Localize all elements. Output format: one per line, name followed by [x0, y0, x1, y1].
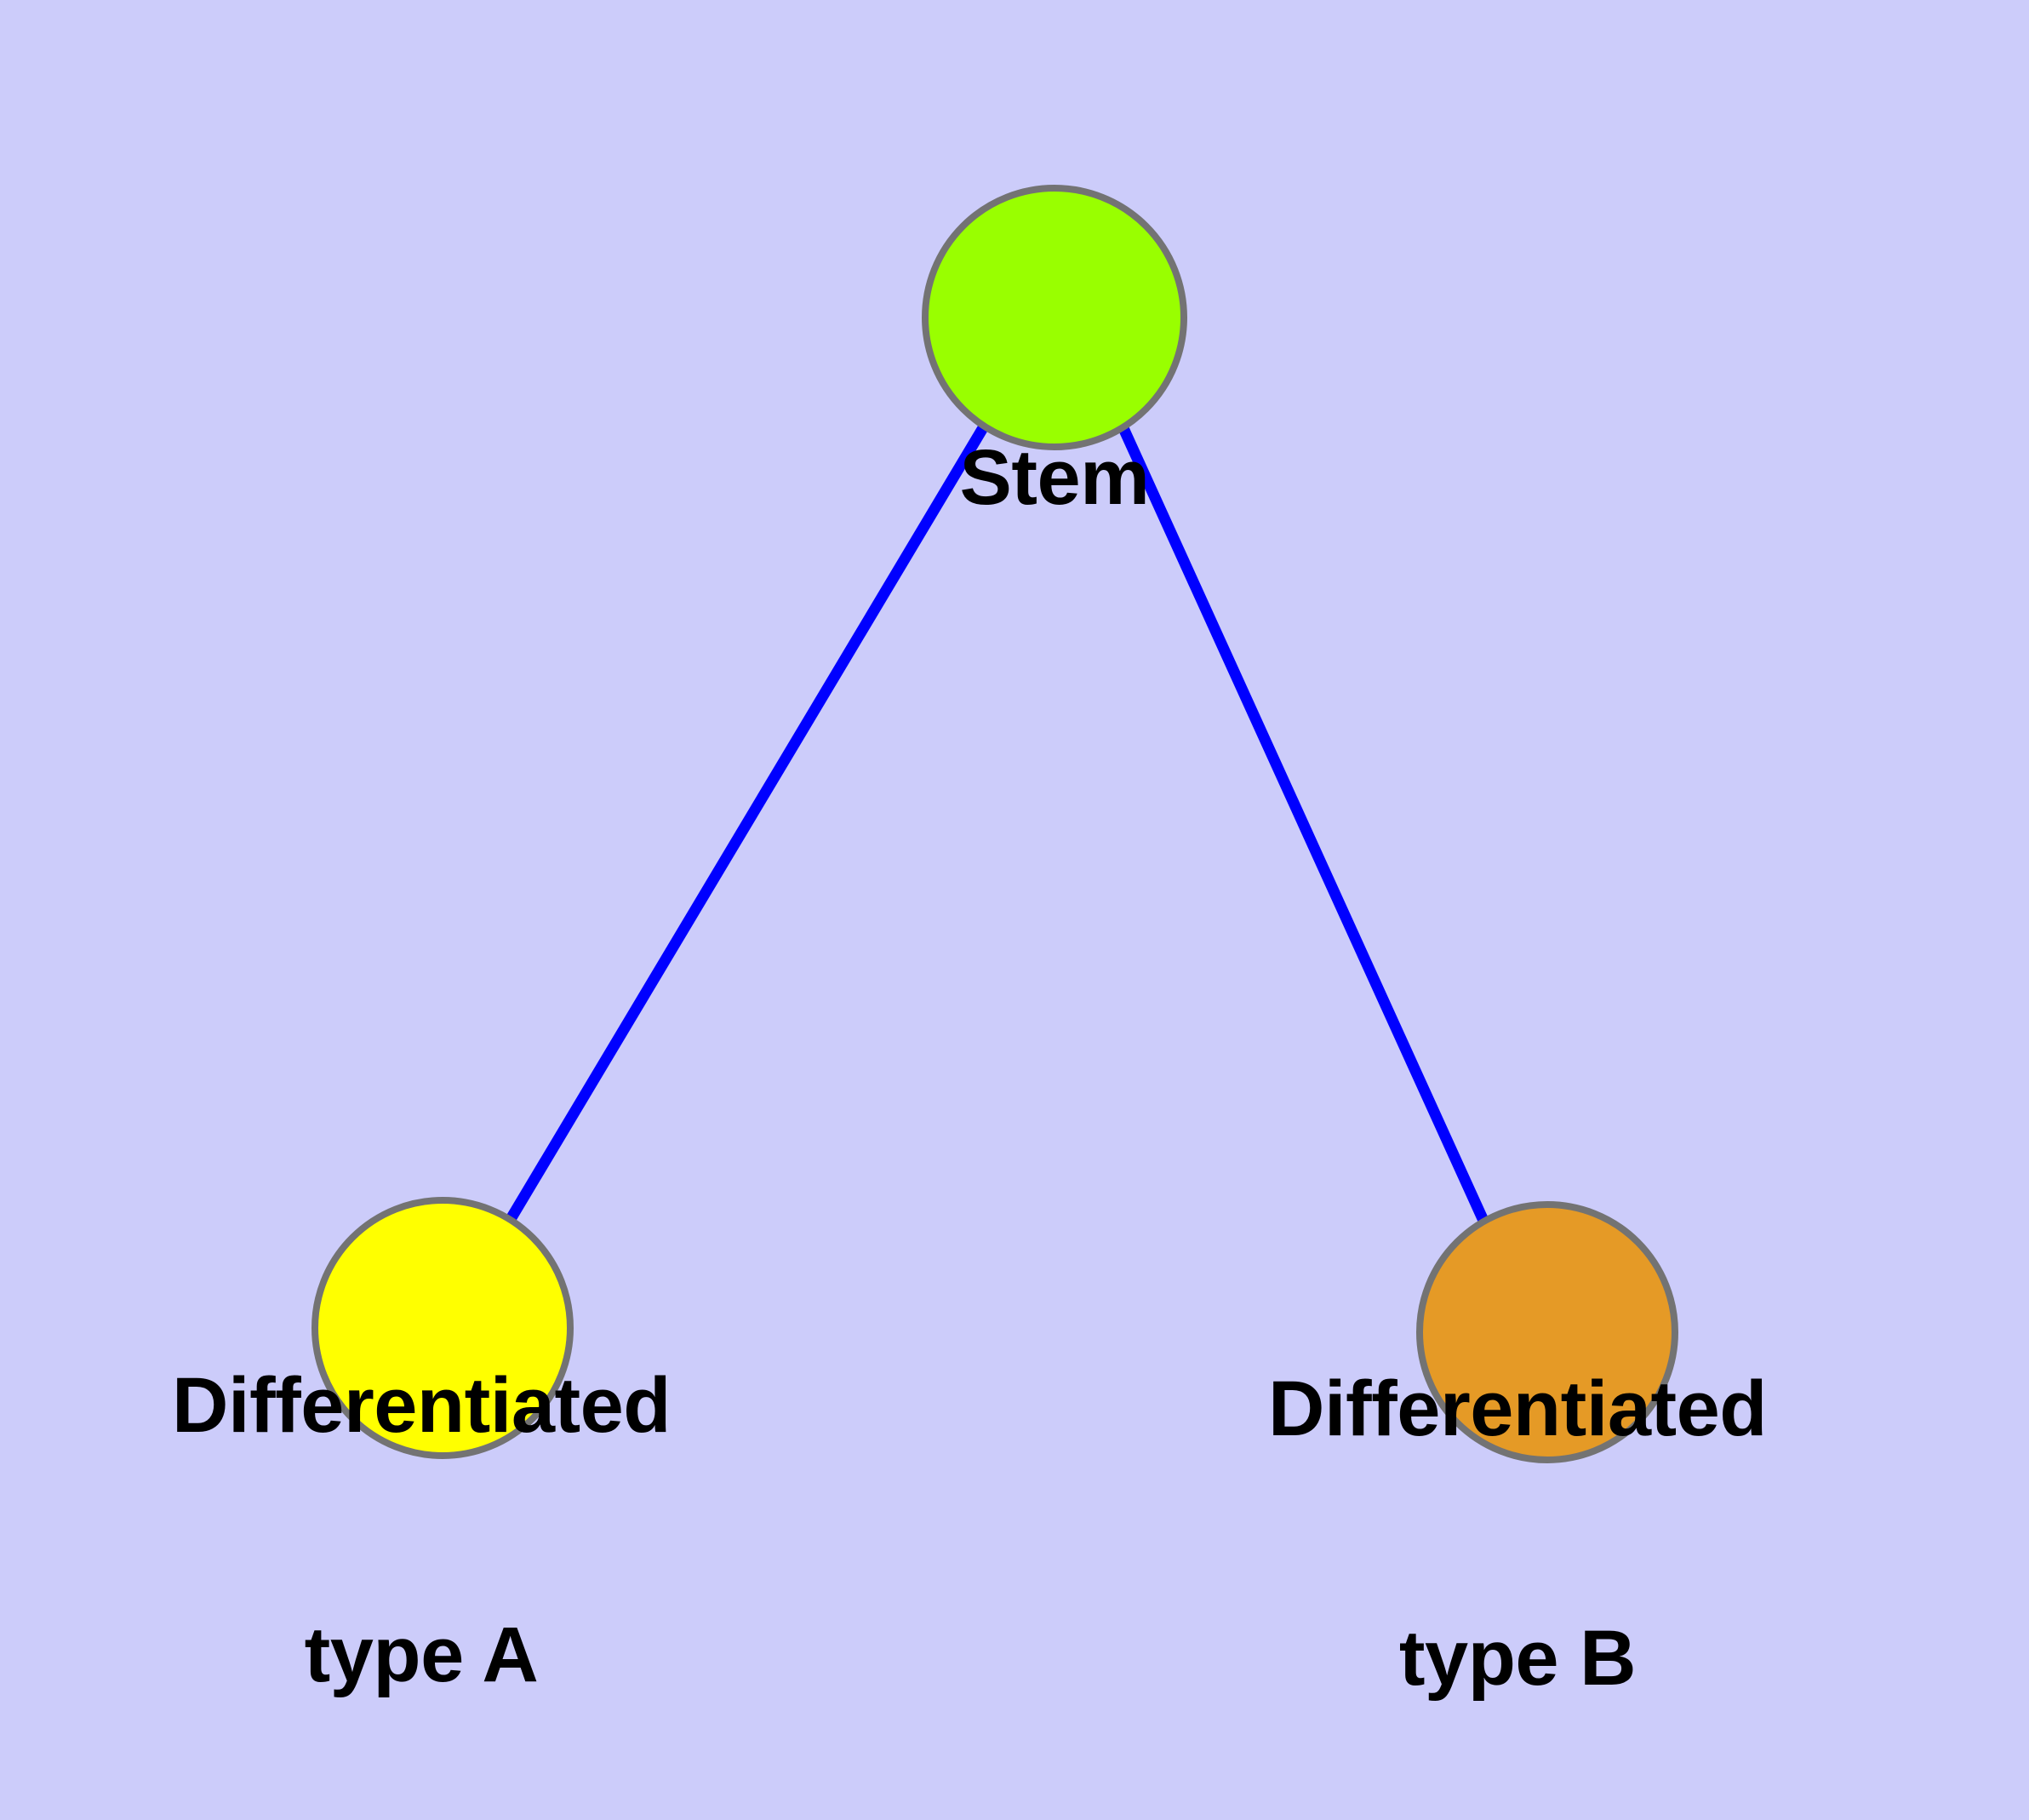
node-stem-circle[interactable] [922, 185, 1187, 450]
node-diff-b-circle[interactable] [1416, 1201, 1678, 1463]
edge-stem-to-diff-a[interactable] [506, 423, 989, 1222]
edge-stem-to-diff-b[interactable] [1118, 426, 1489, 1225]
edge-layer [506, 423, 1489, 1225]
node-diff-a-circle[interactable] [311, 1197, 574, 1459]
node-layer [311, 185, 1678, 1463]
